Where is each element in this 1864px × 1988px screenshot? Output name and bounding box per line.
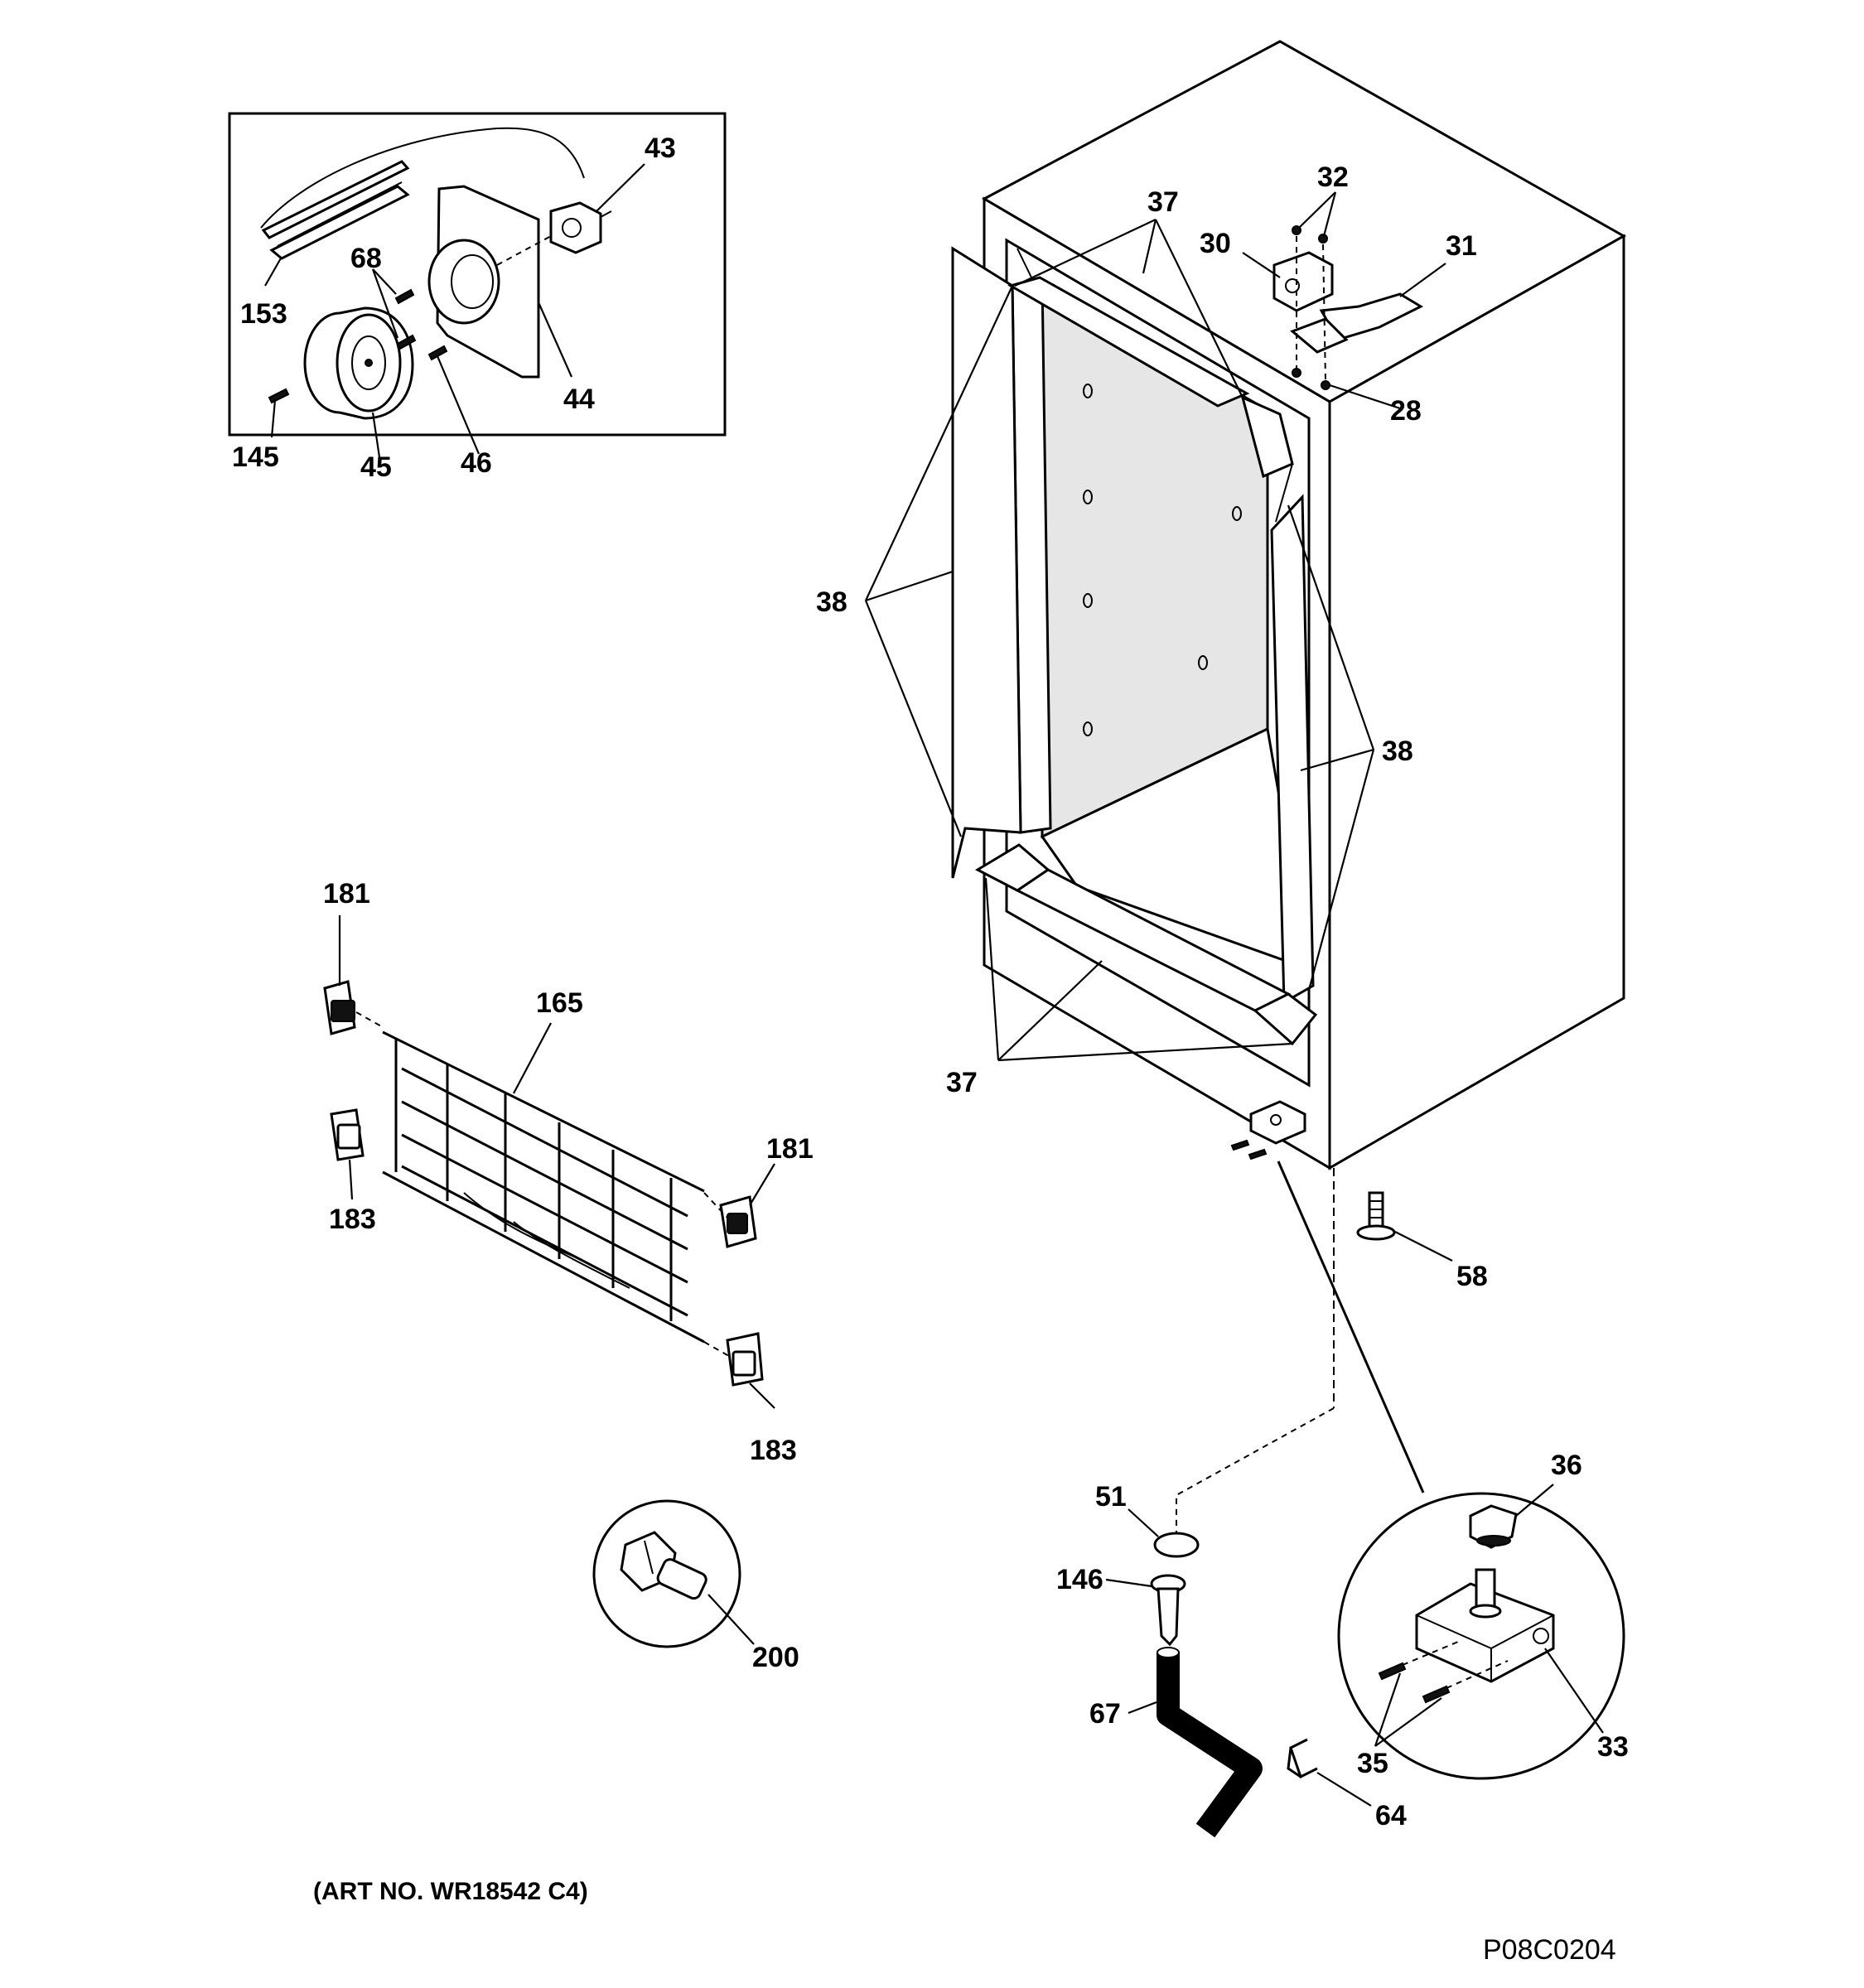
inset-frame [228,112,727,437]
breaker-strip-right [1270,494,1315,1005]
callout-38-right: 38 [1382,736,1413,767]
fitting-detail [592,1499,755,1648]
screw-32b [1318,234,1328,244]
callout-145: 145 [232,442,279,473]
leveling-leg [1356,1191,1396,1241]
callout-31: 31 [1446,230,1477,262]
shelf-support-181-right [719,1195,757,1248]
screw-145 [268,388,290,404]
callout-68: 68 [350,243,382,274]
callout-46: 46 [461,447,492,479]
diagram-code: P08C0204 [1483,1934,1616,1966]
callout-33: 33 [1597,1731,1629,1763]
fan-assembly-inset: 43 68 153 44 145 45 46 [228,112,727,483]
callout-44: 44 [563,384,595,415]
hinge-bracket-30 [1272,251,1334,312]
screws-68 [394,288,448,361]
fan-ring-inner [451,254,494,309]
detail-leader [1277,1160,1425,1493]
leader-68a [372,268,397,295]
screw-32a [1292,225,1301,235]
callout-28: 28 [1390,395,1422,427]
fan-motor [303,306,414,420]
leader-45 [371,412,381,458]
callout-64: 64 [1375,1800,1407,1831]
cabinet-side [1328,234,1625,1170]
art-number-note: (ART NO. WR18542 C4) [313,1878,588,1905]
leader-153 [264,256,282,287]
fan-ring [427,239,500,325]
thermostat-43 [549,201,612,254]
drain-cap-51 [1153,1532,1200,1558]
hinge-bracket-33 [1415,1582,1555,1683]
callout-37-bottom: 37 [946,1067,978,1098]
cabinet [951,40,1627,1532]
leader-68b [371,268,399,339]
callout-51: 51 [1095,1481,1127,1513]
shelf-support-181-top [323,980,356,1035]
heater-element [261,160,410,260]
callout-43: 43 [645,133,676,164]
callout-30: 30 [1200,228,1231,259]
callout-181-right: 181 [766,1133,814,1165]
breaker-frame-left [951,246,1022,879]
leader-46 [436,355,480,455]
leader-44 [537,302,573,378]
callout-58: 58 [1456,1261,1488,1292]
callout-200: 200 [752,1642,799,1673]
callout-67: 67 [1089,1698,1121,1730]
callout-153: 153 [240,298,287,330]
callout-165: 165 [536,987,583,1019]
callout-181-top: 181 [323,878,370,910]
callout-45: 45 [360,451,392,483]
wire-shelf [382,1030,705,1344]
callout-146: 146 [1056,1564,1103,1595]
hinge-plate-28 [1290,317,1349,354]
callout-38-left: 38 [816,586,847,618]
callout-37-top: 37 [1147,186,1179,218]
drain-plug-146 [1150,1574,1186,1647]
corner-br [1253,992,1318,1046]
top-hinge-parts [1272,225,1424,390]
callout-32: 32 [1317,162,1349,193]
callout-183-right: 183 [750,1435,797,1466]
liner-holes [1083,384,1242,736]
cabinet-leaders [864,191,1453,1262]
clip-64 [1287,1738,1318,1779]
drain-guide [1176,1407,1335,1532]
corner-bl [974,843,1050,892]
callout-183-left: 183 [329,1204,376,1235]
breaker-strip-top [1007,276,1250,408]
leader-145 [270,399,277,438]
hinge-detail [1337,1484,1625,1780]
callout-36: 36 [1551,1450,1582,1481]
shelf-support-183-right [726,1332,764,1387]
shelf-support-183-left [330,1108,365,1161]
callout-35: 35 [1357,1748,1388,1779]
drain-tube-67 [1157,1653,1263,1838]
leader-43 [596,163,645,212]
wire-harness [260,127,585,229]
bottom-hinge-small [1230,1100,1425,1493]
